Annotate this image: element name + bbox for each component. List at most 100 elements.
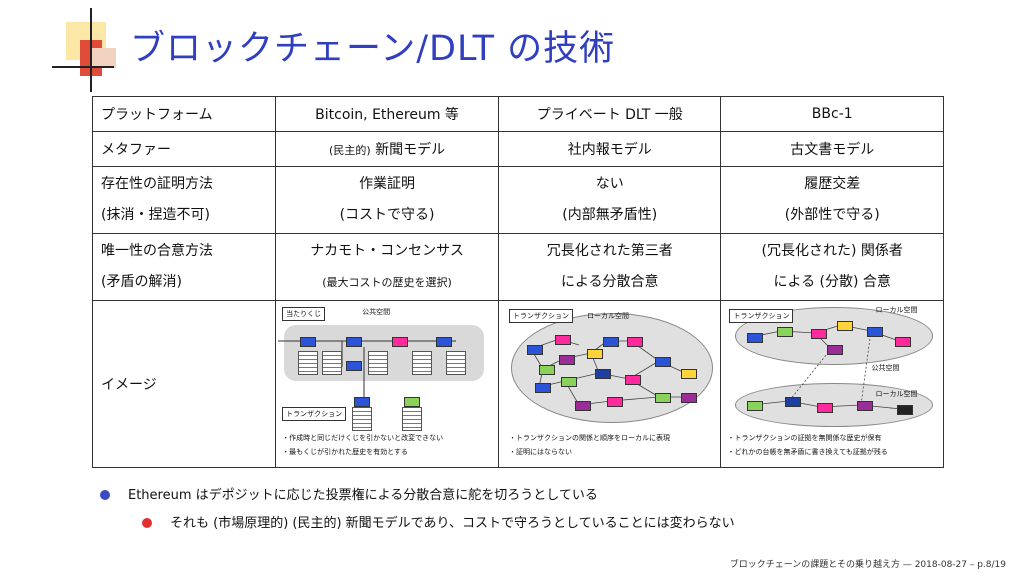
node-green <box>777 327 794 337</box>
cell-line: 作業証明 <box>359 176 416 192</box>
tag-lottery: 当たりくじ <box>282 307 326 321</box>
cell-line: 冗長化された第三者 <box>546 243 673 259</box>
header-bbc1: BBc-1 <box>720 96 944 132</box>
bullet-dot-icon <box>100 490 110 500</box>
tag-transaction: トランザクション <box>729 309 794 323</box>
node-green <box>655 393 672 403</box>
decor-vertical-line <box>90 8 92 92</box>
cell-uniqueness-bbc1: (冗長化された) 関係者による (分散) 合意 <box>720 233 944 301</box>
decor-horizontal-line <box>52 66 114 68</box>
diagram-note: ・証明にはならない <box>509 448 573 456</box>
label-line: 存在性の証明方法 <box>101 176 213 192</box>
row-label-uniqueness: 唯一性の合意方法 (矛盾の解消) <box>91 233 277 301</box>
node-yellow <box>587 349 604 359</box>
block-blue <box>300 337 317 347</box>
label-line: (抹消・捏造不可) <box>101 207 210 223</box>
label-line: 唯一性の合意方法 <box>101 243 213 259</box>
cell-line: による (分散) 合意 <box>773 274 891 290</box>
node-purple <box>827 345 844 355</box>
cell-small-text: (民主的) <box>329 144 371 157</box>
cell-line: (内部無矛盾性) <box>562 207 658 223</box>
decor-square-light <box>92 48 116 68</box>
block-blue <box>354 397 371 407</box>
label-line: (矛盾の解消) <box>101 274 182 290</box>
header-private-dlt: プライベート DLT 一般 <box>498 96 722 132</box>
node-magenta <box>811 329 828 339</box>
cell-existence-bbc1: 履歴交差 (外部性で守る) <box>720 166 944 234</box>
node-navy <box>595 369 612 379</box>
node-magenta <box>625 375 642 385</box>
node-blue <box>747 333 764 343</box>
table-row: メタファー (民主的) 新聞モデル 社内報モデル 古文書モデル <box>91 131 944 167</box>
cell-existence-private: ない(内部無矛盾性) <box>498 166 722 234</box>
node-yellow <box>837 321 854 331</box>
node-green <box>747 401 764 411</box>
table-row: 唯一性の合意方法 (矛盾の解消) ナカモト・コンセンサス (最大コストの歴史を選択)… <box>91 233 944 301</box>
diagram-note: ・トランザクションの証拠を無関係な歴史が保有 <box>727 434 882 442</box>
diagram-private-dlt: トランザクション ローカル空間 <box>498 300 722 468</box>
cell-line: (外部性で守る) <box>784 207 880 223</box>
node-purple <box>575 401 592 411</box>
block-magenta <box>392 337 409 347</box>
ledger-doc-icon <box>446 351 467 375</box>
node-blue <box>535 383 552 393</box>
node-green <box>561 377 578 387</box>
ledger-doc-icon <box>368 351 389 375</box>
table-header-row: プラットフォーム Bitcoin, Ethereum 等 プライベート DLT … <box>91 96 944 132</box>
node-blue <box>527 345 544 355</box>
node-magenta <box>607 397 624 407</box>
block-blue <box>346 337 363 347</box>
tag-transaction: トランザクション <box>509 309 574 323</box>
cell-line: (最大コストの歴史を選択) <box>322 276 452 289</box>
node-purple <box>559 355 576 365</box>
label-public-space: 公共空間 <box>362 308 391 316</box>
node-magenta <box>895 337 912 347</box>
bullet-dot-icon <box>142 518 152 528</box>
label-local-space: ローカル空間 <box>875 390 918 398</box>
node-purple <box>857 401 874 411</box>
label-local-space: ローカル空間 <box>875 306 918 314</box>
cell-metaphor-bitcoin: (民主的) 新聞モデル <box>275 131 500 167</box>
node-yellow <box>681 369 698 379</box>
node-blue <box>867 327 884 337</box>
block-green <box>404 397 421 407</box>
ledger-doc-icon <box>412 351 433 375</box>
cell-uniqueness-bitcoin: ナカモト・コンセンサス (最大コストの歴史を選択) <box>275 233 500 301</box>
ledger-doc-icon <box>402 407 423 431</box>
list-item: Ethereum はデポジットに応じた投票権による分散合意に舵を切ろうとしている <box>100 484 598 503</box>
diagram-note: ・作成時と同じだけくじを引かないと改変できない <box>282 434 444 442</box>
slide-title: ブロックチェーン/DLT の技術 <box>130 29 616 69</box>
node-blue <box>655 357 672 367</box>
node-black <box>897 405 914 415</box>
diagram-note: ・最もくじが引かれた歴史を有効とする <box>282 448 408 456</box>
cell-line: (コストで守る) <box>339 207 435 223</box>
cell-line: ナカモト・コンセンサス <box>310 243 464 259</box>
ledger-doc-icon <box>352 407 373 431</box>
bullet-text: それも (市場原理的) (民主的) 新聞モデルであり、コストで守ろうとしているこ… <box>170 516 735 531</box>
cell-main-text: 新聞モデル <box>375 142 446 158</box>
block-blue <box>346 361 363 371</box>
ledger-doc-icon <box>322 351 343 375</box>
header-platform: プラットフォーム <box>91 96 277 132</box>
node-navy <box>785 397 802 407</box>
label-public-space: 公共空間 <box>871 364 900 372</box>
diagram-note: ・どれかの台帳を無矛盾に書き換えても証拠が残る <box>727 448 888 456</box>
node-purple <box>681 393 698 403</box>
row-label-image: イメージ <box>91 300 277 468</box>
cell-existence-bitcoin: 作業証明 (コストで守る) <box>275 166 500 234</box>
diagram-note: ・トランザクションの関係と順序をローカルに表現 <box>509 434 671 442</box>
slide-footer: ブロックチェーンの課題とその乗り越え方 — 2018-08-27 – p.8/1… <box>729 560 1006 570</box>
cell-line: による分散合意 <box>560 274 659 290</box>
cell-line: 履歴交差 <box>804 176 861 192</box>
label-local-space: ローカル空間 <box>587 312 630 320</box>
table-row: イメージ 当たりくじ 公共空間 トランザクション <box>91 300 944 468</box>
node-magenta <box>817 403 834 413</box>
cell-line: (冗長化された) 関係者 <box>761 243 903 259</box>
cell-metaphor-bbc1: 古文書モデル <box>720 131 944 167</box>
node-blue <box>603 337 620 347</box>
list-item: それも (市場原理的) (民主的) 新聞モデルであり、コストで守ろうとしているこ… <box>142 512 735 531</box>
tag-transaction: トランザクション <box>282 407 347 421</box>
comparison-table: プラットフォーム Bitcoin, Ethereum 等 プライベート DLT … <box>91 96 944 468</box>
node-magenta <box>627 337 644 347</box>
row-label-existence: 存在性の証明方法 (抹消・捏造不可) <box>91 166 277 234</box>
